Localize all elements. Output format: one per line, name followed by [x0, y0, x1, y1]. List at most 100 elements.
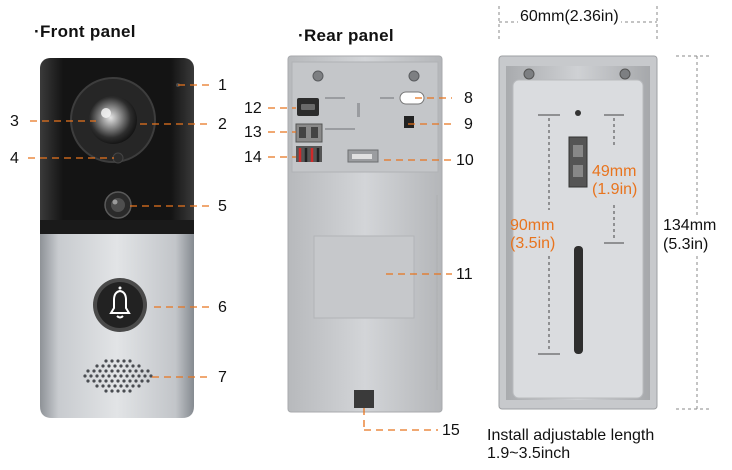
mounting-plate [498, 55, 658, 410]
wire-connector [296, 146, 322, 162]
callout-14: 14 [244, 149, 262, 166]
callout-8: 8 [464, 90, 473, 107]
speaker-hole [137, 374, 141, 378]
speaker-hole [140, 379, 144, 383]
short-mm-label: 49mm [592, 163, 637, 180]
speaker-hole [98, 369, 102, 373]
speaker-hole [98, 379, 102, 383]
speaker-hole [119, 384, 123, 388]
plate-clip-slot [568, 136, 588, 188]
short-in-label: (1.9in) [592, 181, 638, 198]
speaker-hole [86, 379, 90, 383]
callout-4: 4 [10, 150, 19, 167]
speaker-hole [125, 384, 129, 388]
rear-panel-device [287, 55, 443, 413]
long-in-label: (3.5in) [510, 235, 556, 252]
speaker-hole [104, 369, 108, 373]
speaker-hole [140, 369, 144, 373]
height-label: 134mm (5.3in) [663, 216, 716, 254]
speaker-hole [95, 364, 99, 368]
plate-hole [575, 110, 581, 116]
rear-callout-lines [268, 97, 452, 431]
speaker-hole [113, 384, 117, 388]
speaker-hole [83, 374, 87, 378]
speaker-hole [131, 384, 135, 388]
speaker-hole [107, 374, 111, 378]
speaker-hole [113, 364, 117, 368]
speaker-hole [119, 374, 123, 378]
speaker-hole [122, 369, 126, 373]
callout-3: 3 [10, 113, 19, 130]
height-in-label: (5.3in) [663, 236, 709, 253]
camera-lens [89, 96, 137, 144]
short-length-dimension [604, 114, 624, 244]
short-length-label: 49mm (1.9in) [592, 163, 637, 199]
long-mm-label: 90mm [510, 217, 555, 234]
callout-12: 12 [244, 100, 262, 117]
speaker-hole [92, 379, 96, 383]
install-caption: Install adjustable length 1.9~3.5inch [487, 427, 654, 463]
bottom-screw-slot [354, 390, 374, 408]
callout-7: 7 [218, 369, 227, 386]
speaker-hole [122, 389, 126, 393]
speaker-hole [95, 384, 99, 388]
speaker-grille [83, 359, 153, 393]
speaker-hole [86, 369, 90, 373]
speaker-hole [104, 389, 108, 393]
speaker-hole [101, 374, 105, 378]
speaker-hole [149, 374, 153, 378]
speaker-hole [101, 364, 105, 368]
callout-1: 1 [218, 77, 227, 94]
long-length-label: 90mm (3.5in) [510, 217, 555, 253]
speaker-hole [134, 379, 138, 383]
speaker-hole [125, 374, 129, 378]
speaker-hole [116, 369, 120, 373]
width-label: 60mm(2.36in) [518, 8, 621, 26]
speaker-hole [128, 369, 132, 373]
bell-icon [109, 286, 131, 319]
reset-slot [399, 91, 425, 105]
speaker-hole [116, 359, 120, 363]
front-panel-device [40, 58, 194, 418]
speaker-hole [137, 364, 141, 368]
speaker-hole [122, 379, 126, 383]
callout-10: 10 [456, 152, 474, 169]
callout-13: 13 [244, 124, 262, 141]
speaker-hole [110, 389, 114, 393]
callout-11: 11 [456, 266, 473, 283]
front-panel-title: ·Front panel [34, 22, 136, 41]
speaker-hole [92, 369, 96, 373]
speaker-hole [89, 374, 93, 378]
callout-9: 9 [464, 116, 473, 133]
dip-switch [404, 116, 414, 128]
speaker-hole [146, 369, 150, 373]
speaker-hole [134, 369, 138, 373]
speaker-hole [104, 359, 108, 363]
speaker-hole [116, 379, 120, 383]
callout-5: 5 [218, 198, 227, 215]
light-sensor [112, 152, 124, 164]
rear-panel-title: ·Rear panel [298, 26, 394, 45]
speaker-hole [131, 374, 135, 378]
install-caption-line1: Install adjustable length [487, 427, 655, 444]
speaker-hole [107, 364, 111, 368]
speaker-hole [128, 389, 132, 393]
callout-6: 6 [218, 299, 227, 316]
speaker-hole [131, 364, 135, 368]
speaker-hole [107, 384, 111, 388]
speaker-hole [119, 364, 123, 368]
speaker-hole [95, 374, 99, 378]
speaker-hole [128, 359, 132, 363]
speaker-hole [101, 384, 105, 388]
callout-2: 2 [218, 116, 227, 133]
plate-adjust-slot [574, 246, 583, 354]
long-length-dimension [538, 114, 560, 355]
speaker-hole [122, 359, 126, 363]
speaker-hole [125, 364, 129, 368]
speaker-hole [104, 379, 108, 383]
speaker-hole [113, 374, 117, 378]
speaker-hole [116, 389, 120, 393]
speaker-hole [137, 384, 141, 388]
rear-label-area [313, 235, 415, 319]
